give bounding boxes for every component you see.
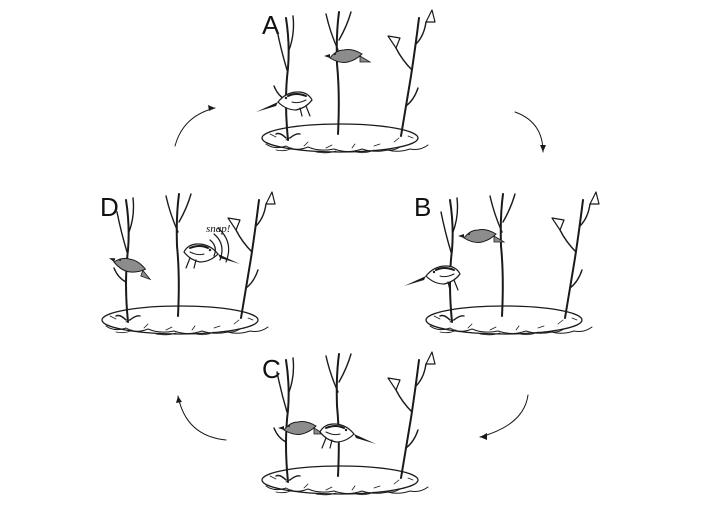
grey-bird-perched (106, 251, 155, 281)
panel-label-b: B (414, 192, 431, 222)
grey-bird-flying (277, 421, 325, 435)
arrow-c-to-d (177, 395, 227, 441)
cycle-arrows (174, 105, 546, 441)
panel-c: C (261, 351, 436, 496)
trees-scene (261, 9, 436, 154)
arrow-d-to-a (174, 107, 216, 147)
white-bird-chasing (319, 423, 377, 449)
trees-scene (261, 351, 436, 496)
arrow-b-to-c (479, 394, 529, 438)
white-bird (403, 265, 461, 291)
arrowhead-icon (176, 396, 182, 403)
panel-a: A (255, 9, 436, 154)
sound-waves-icon (209, 227, 230, 263)
white-bird (255, 91, 313, 117)
snap-sound-label: snap! (206, 223, 231, 235)
arrowhead-icon (208, 105, 215, 111)
arrowhead-icon (540, 145, 546, 152)
panel-d: D snap! (100, 191, 276, 336)
arrowhead-icon (480, 433, 487, 440)
panel-label-c: C (262, 354, 281, 384)
grey-bird (323, 49, 371, 63)
arrow-a-to-b (514, 111, 544, 153)
panel-label-a: A (262, 10, 280, 40)
panel-label-d: D (100, 192, 119, 222)
white-bird-catching (183, 243, 241, 269)
panel-b: B (403, 191, 600, 336)
trees-scene (425, 191, 600, 336)
grey-bird-flying (457, 229, 505, 243)
